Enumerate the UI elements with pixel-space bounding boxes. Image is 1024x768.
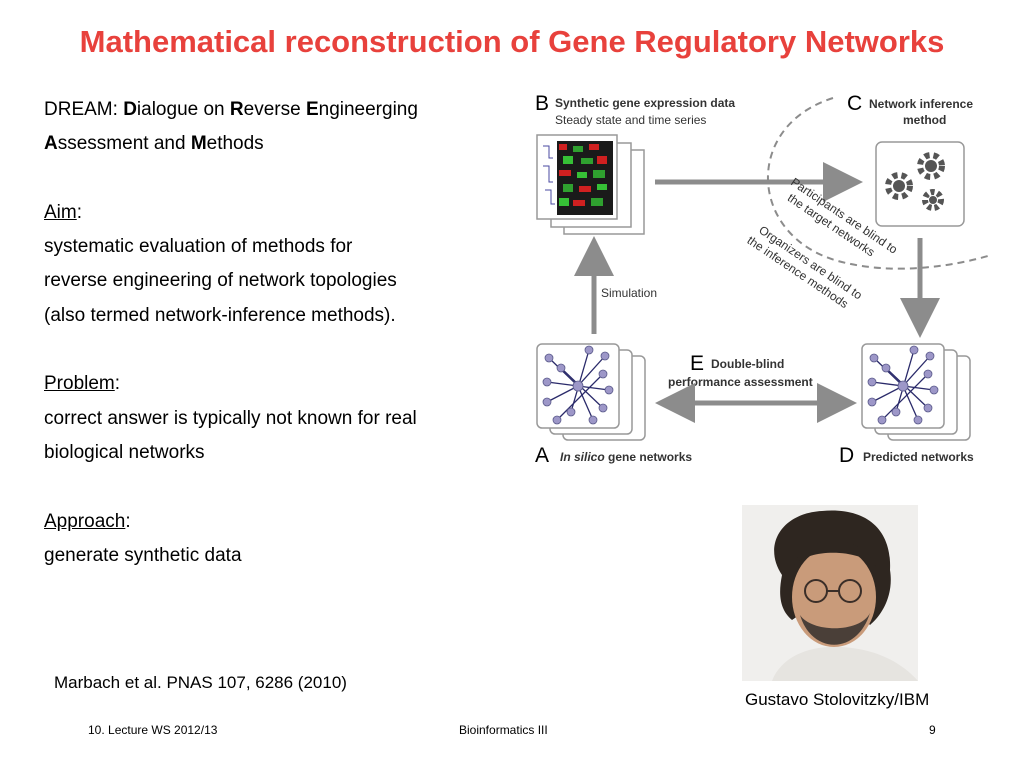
label-b: B bbox=[535, 92, 549, 115]
aim-line: systematic evaluation of methods for bbox=[44, 236, 353, 258]
slide-body: DREAM: Dialogue on Reverse Engineerging … bbox=[44, 93, 514, 573]
approach-label: Approach bbox=[44, 510, 126, 532]
citation: Marbach et al. PNAS 107, 6286 (2010) bbox=[54, 673, 347, 692]
dream-word: ngineerging bbox=[318, 99, 418, 120]
heading-colon: : bbox=[125, 510, 131, 532]
e-title-line-1: Double-blind bbox=[711, 357, 784, 371]
footer-course: Bioinformatics III bbox=[459, 723, 548, 737]
problem-line: correct answer is typically not known fo… bbox=[44, 407, 417, 429]
a-title: In silico gene networks bbox=[560, 450, 692, 464]
dream-word: ethods bbox=[206, 133, 264, 155]
label-a: A bbox=[535, 444, 549, 467]
dream-initial: E bbox=[305, 99, 319, 120]
dream-word: everse bbox=[243, 99, 306, 120]
simulation-label: Simulation bbox=[601, 286, 657, 300]
b-subtitle: Steady state and time series bbox=[555, 113, 706, 127]
dream-initial: A bbox=[44, 133, 58, 155]
footer-page-number: 9 bbox=[929, 723, 936, 737]
c-title-line-2: method bbox=[903, 113, 946, 127]
approach-heading: Approach: bbox=[44, 505, 514, 539]
problem-line: biological networks bbox=[44, 441, 205, 463]
e-title-line-2: performance assessment bbox=[668, 375, 813, 389]
label-d: D bbox=[839, 444, 854, 467]
b-title: Synthetic gene expression data bbox=[555, 96, 735, 110]
dream-initial: D bbox=[123, 99, 137, 120]
dream-word: ialogue on bbox=[136, 99, 230, 120]
problem-label: Problem bbox=[44, 373, 115, 395]
footer-lecture: 10. Lecture WS 2012/13 bbox=[88, 723, 218, 737]
dream-workflow-figure: B Synthetic gene expression data Steady … bbox=[535, 92, 989, 467]
problem-heading: Problem: bbox=[44, 367, 514, 401]
heading-colon: : bbox=[76, 201, 83, 223]
aim-heading: Aim: bbox=[44, 196, 514, 230]
portrait-photo bbox=[742, 505, 918, 681]
dream-prefix: DREAM: bbox=[44, 99, 124, 120]
slide-title: Mathematical reconstruction of Gene Regu… bbox=[79, 24, 945, 59]
in-silico-network-stack bbox=[536, 343, 646, 441]
gear-icon bbox=[885, 152, 945, 211]
aim-line: (also termed network-inference methods). bbox=[44, 304, 396, 326]
predicted-network-stack bbox=[861, 343, 971, 441]
label-c: C bbox=[847, 92, 862, 115]
heading-colon: : bbox=[114, 373, 121, 395]
dream-line-2: Assessment and Methods bbox=[44, 127, 514, 161]
aim-line: reverse engineering of network topologie… bbox=[44, 270, 397, 292]
photo-caption: Gustavo Stolovitzky/IBM bbox=[745, 690, 930, 709]
dream-initial: R bbox=[229, 99, 244, 120]
dream-line-1: DREAM: Dialogue on Reverse Engineerging bbox=[44, 93, 514, 127]
label-e: E bbox=[690, 352, 704, 375]
dream-word: ssessment and bbox=[57, 133, 191, 155]
blind-boundary-arc bbox=[767, 97, 989, 270]
d-title: Predicted networks bbox=[863, 450, 974, 464]
dream-initial: M bbox=[190, 133, 207, 155]
c-title-line-1: Network inference bbox=[869, 97, 973, 111]
approach-line: generate synthetic data bbox=[44, 544, 242, 566]
expression-heatmaps bbox=[536, 134, 645, 235]
aim-label: Aim bbox=[44, 201, 77, 223]
inference-method-box bbox=[875, 141, 965, 227]
